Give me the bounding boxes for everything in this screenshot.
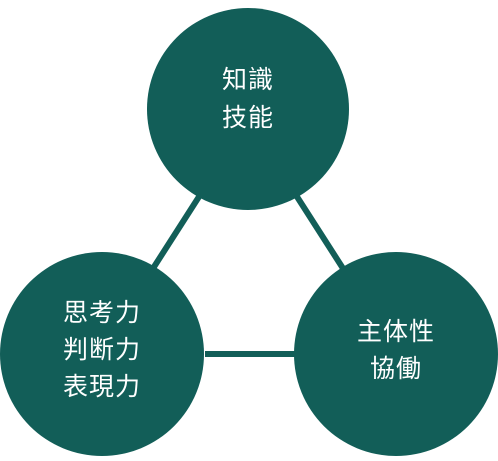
node-thinking-judgment-expression: 思考力 判断力 表現力 [0, 252, 204, 456]
node-thinking-line-2: 判断力 [63, 335, 141, 364]
node-knowledge-skills-line-2: 技能 [222, 103, 274, 132]
node-independence-line-2: 協働 [370, 354, 422, 383]
node-thinking-line-1: 思考力 [63, 298, 141, 327]
node-independence-line-1: 主体性 [357, 317, 435, 346]
edge-top-to-bottom-left [149, 190, 205, 272]
node-knowledge-skills: 知識 技能 [147, 8, 349, 210]
node-thinking-line-3: 表現力 [63, 372, 141, 401]
node-knowledge-skills-line-1: 知識 [222, 65, 274, 94]
edge-top-to-bottom-right [291, 190, 347, 272]
node-independence-collaboration: 主体性 協働 [294, 252, 498, 456]
